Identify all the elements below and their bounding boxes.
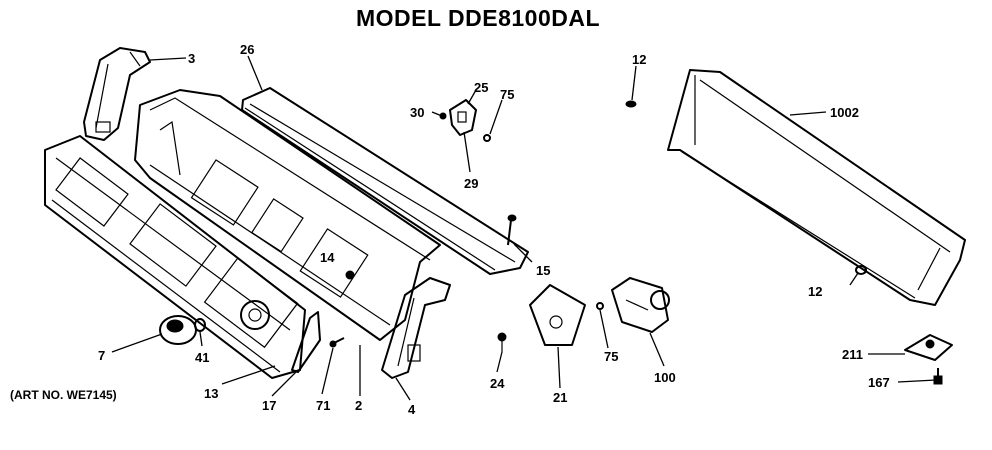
part-4-right-end-cap <box>381 277 451 379</box>
callout-25: 25 <box>474 80 488 95</box>
part-15-screw <box>507 214 517 246</box>
callout-100: 100 <box>654 370 676 385</box>
part-30-screw <box>439 112 447 120</box>
part-17-clip <box>291 311 321 373</box>
callout-12-bottom: 12 <box>808 284 822 299</box>
part-25-switch-bracket <box>449 99 477 136</box>
art-number-label: (ART NO. WE7145) <box>10 388 117 402</box>
callout-15: 15 <box>536 263 550 278</box>
callout-13: 13 <box>204 386 218 401</box>
part-211-bracket <box>904 334 953 361</box>
part-100-timer <box>611 277 670 333</box>
part-13-control-panel <box>44 135 306 379</box>
callout-167: 167 <box>868 375 890 390</box>
part-12-grommet-top <box>625 100 637 108</box>
callout-2: 2 <box>355 398 362 413</box>
callout-1002: 1002 <box>830 105 859 120</box>
callout-24: 24 <box>490 376 505 391</box>
part-12-grommet-bottom <box>855 265 867 275</box>
callout-14: 14 <box>320 250 335 265</box>
part-75-screw-top <box>483 134 491 142</box>
part-3-left-end-cap <box>83 47 151 141</box>
callout-4: 4 <box>408 402 416 417</box>
callout-3: 3 <box>188 51 195 66</box>
callout-7: 7 <box>98 348 105 363</box>
part-1002-backsplash-housing <box>667 69 966 306</box>
leader-lines <box>111 55 937 401</box>
callout-29: 29 <box>464 176 478 191</box>
part-71-screw <box>329 337 345 348</box>
callout-30: 30 <box>410 105 424 120</box>
model-title: MODEL DDE8100DAL <box>356 5 601 31</box>
part-21-mounting-plate <box>529 284 586 346</box>
callout-71: 71 <box>316 398 330 413</box>
callout-labels: 3 26 30 25 75 29 12 1002 15 14 12 7 41 1… <box>98 42 890 417</box>
part-41-knob-insert <box>194 318 206 332</box>
callout-75-bottom: 75 <box>604 349 618 364</box>
callout-21: 21 <box>553 390 567 405</box>
part-7-knob <box>159 315 197 345</box>
callout-75-top: 75 <box>500 87 514 102</box>
callout-17: 17 <box>262 398 276 413</box>
callout-26: 26 <box>240 42 254 57</box>
part-167-fastener <box>933 368 943 385</box>
callout-211: 211 <box>842 347 863 362</box>
callout-41: 41 <box>195 350 209 365</box>
callout-12-top: 12 <box>632 52 646 67</box>
part-75-screw-bottom <box>596 302 604 310</box>
part-24-screw <box>497 332 507 352</box>
part-2-console-body <box>134 89 441 341</box>
